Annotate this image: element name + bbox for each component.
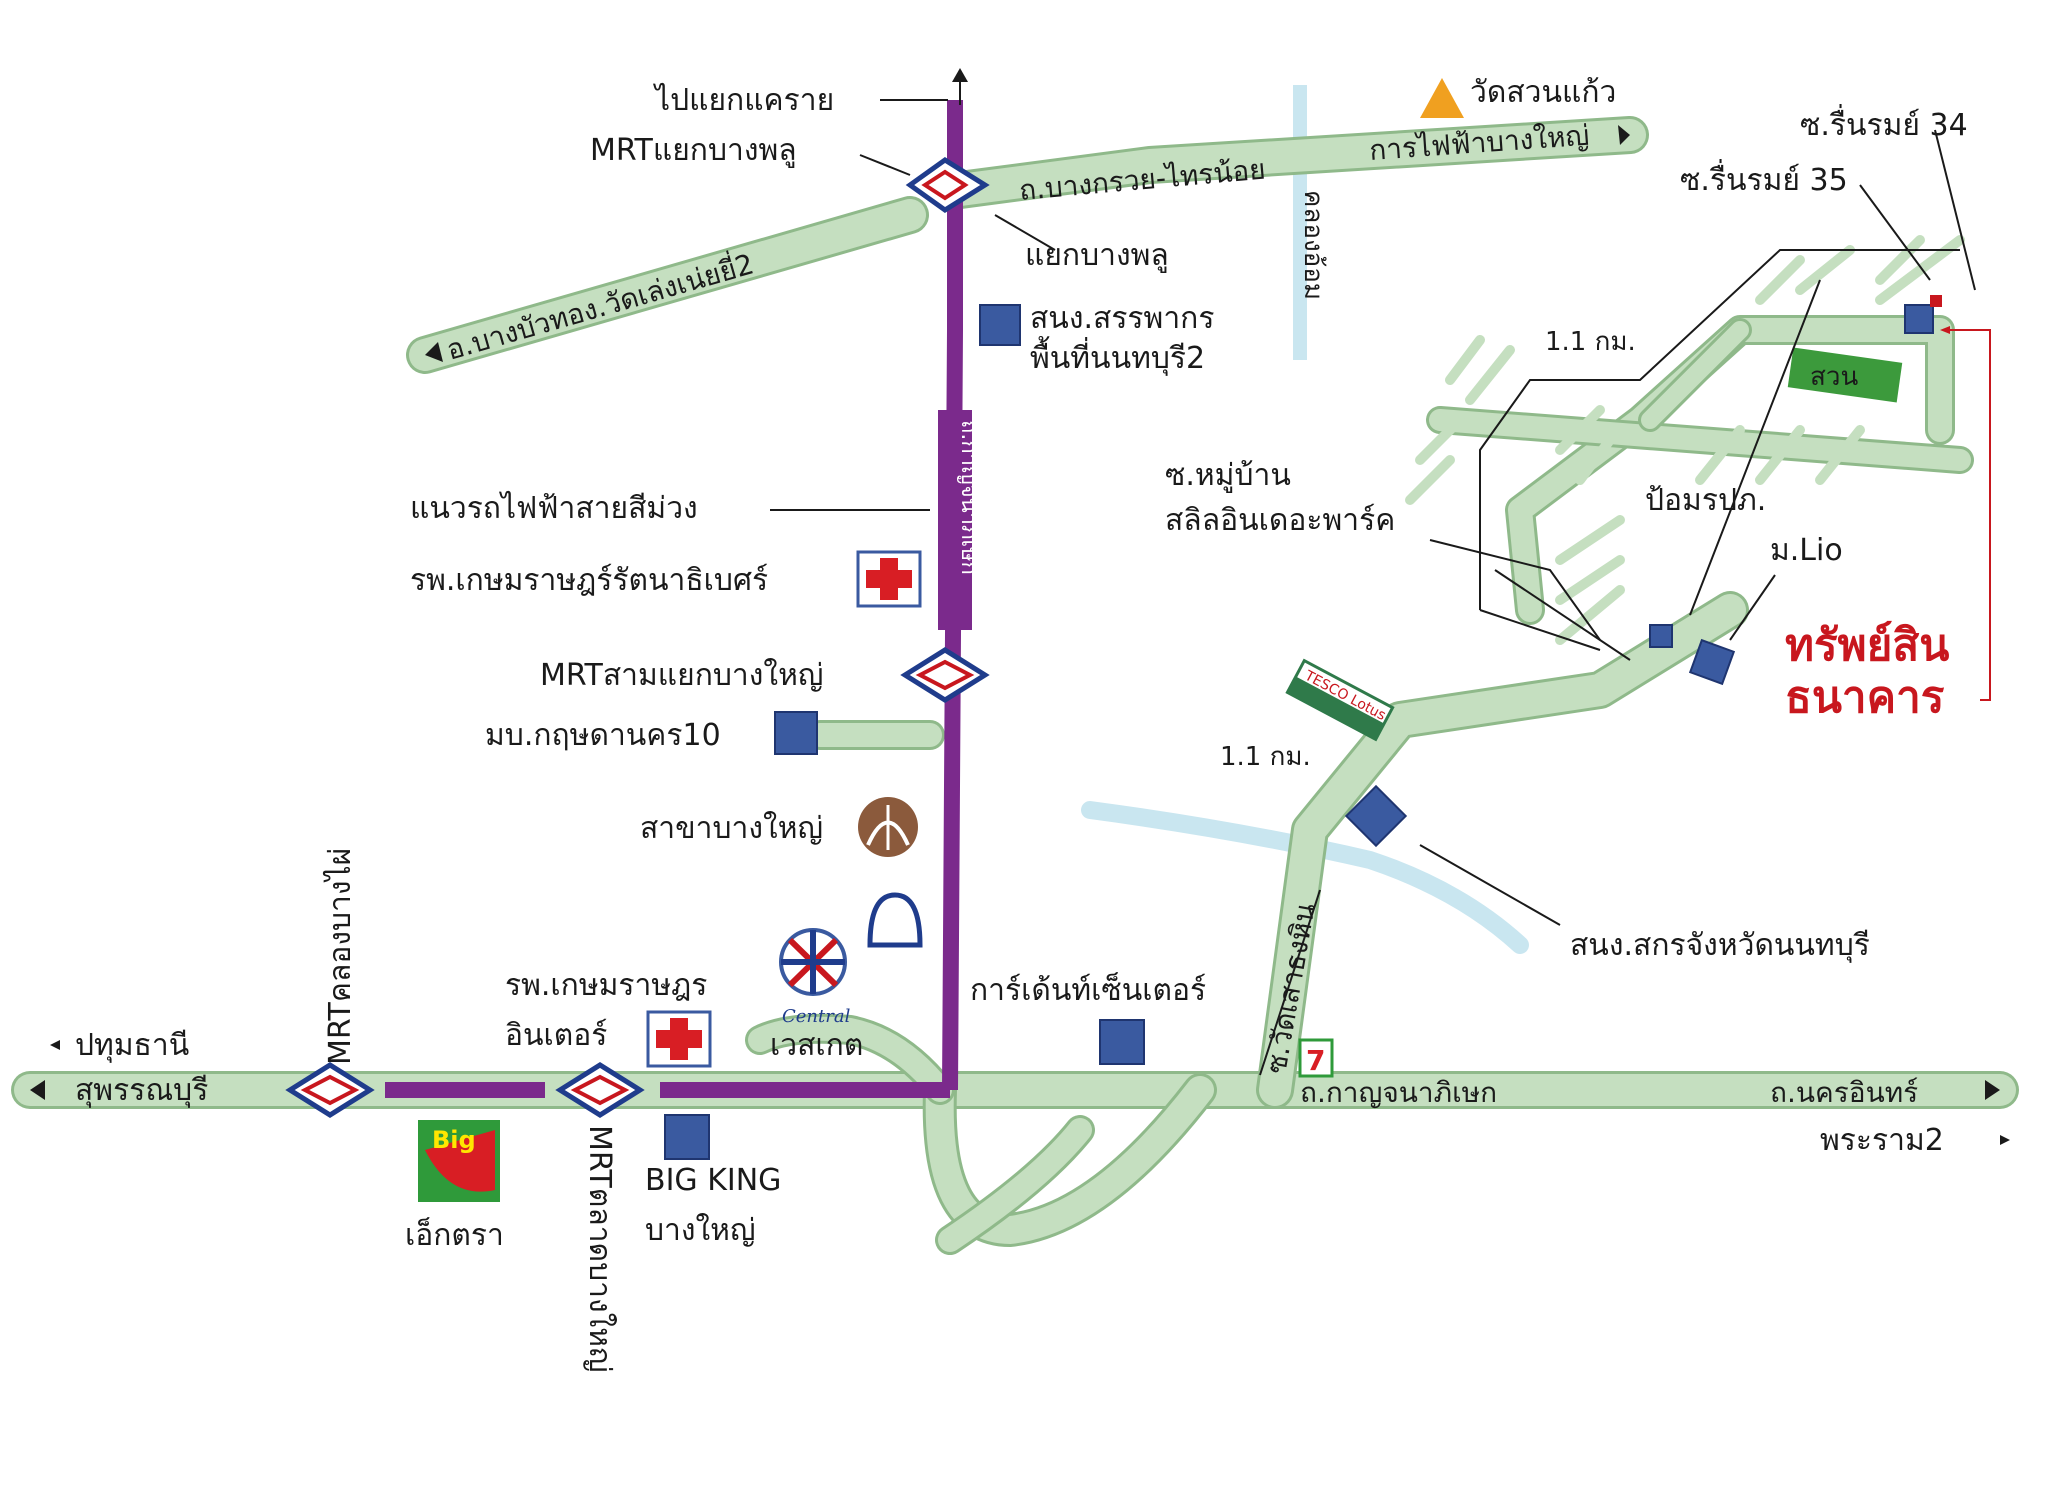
label-dist-bottom: 1.1 กม. <box>1220 742 1311 772</box>
leader-arrows <box>770 99 1976 1076</box>
village-street-grid <box>1405 235 1974 645</box>
label-m-lio: ม.Lio <box>1770 533 1843 568</box>
hospital-icon <box>856 550 922 608</box>
central-logo: Central <box>779 928 851 1027</box>
tesco-logo: TESCO Lotus <box>1285 658 1395 742</box>
purple-road-label-box <box>938 410 972 630</box>
garden-label: สวน <box>1810 362 1858 392</box>
purple-road-text: ถ.กาญจนาภิเษก <box>956 420 981 575</box>
label-soi-village-2: สลิลอินเดอะพาร์ค <box>1165 503 1395 538</box>
label-kritsada-nakhon: มบ.กฤษดานคร10 <box>485 718 721 753</box>
mrt-station-icon <box>900 647 990 703</box>
building-property <box>1904 304 1934 334</box>
label-land-office: สนง.สกรจังหวัดนนทบุรี <box>1570 928 1870 964</box>
svg-text:Big: Big <box>432 1126 476 1154</box>
label-property-2: ธนาคาร <box>1785 672 1945 723</box>
label-central-westgate: เวสเกต <box>770 1028 863 1063</box>
building-kritsada <box>774 711 818 755</box>
building-revenue-office <box>979 304 1021 346</box>
label-mrt-khlong-bang-phai: MRTคลองบางไผ่ <box>322 848 358 1065</box>
label-wat-suan-kaeo: วัดสวนแก้ว <box>1470 75 1616 110</box>
svg-text:Central: Central <box>782 1006 851 1027</box>
bell-logo <box>867 892 923 948</box>
mrt-station-icon <box>285 1062 375 1118</box>
label-soi-rinrom-35: ซ.รื่นรมย์ 35 <box>1680 159 1848 198</box>
label-road-bang-bua-thong: อ.บางบัวทอง.วัดเล่งเน่ยยี่2 <box>442 245 757 367</box>
label-to-khae-rai: ไปแยกแคราย <box>653 82 834 118</box>
label-ekkamai: เอ็กตรา <box>405 1216 504 1253</box>
label-soi-rinrom-34: ซ.รื่นรมย์ 34 <box>1800 104 1968 143</box>
label-big-king-1: BIG KING <box>645 1163 781 1198</box>
building-big-king <box>664 1114 710 1160</box>
label-kasemrad-inter-1: รพ.เกษมราษฎร <box>505 968 707 1003</box>
route-line <box>1479 249 1960 610</box>
mrt-station-icon <box>555 1062 645 1118</box>
label-branch-bang-yai: สาขาบางใหญ่ <box>640 811 823 846</box>
building-police-box <box>1649 624 1673 648</box>
seven-eleven-logo: 7 <box>1298 1038 1334 1078</box>
label-mrt-talat-bang-yai: MRTตลาดบางใหญ่ <box>582 1125 617 1373</box>
label-khlong-om: คลองอ้อม <box>1298 190 1328 300</box>
label-road-kanchanaphisek: ถ.กาญจนาภิเษก <box>1300 1076 1497 1109</box>
label-kasemrad-ratanathibet: รพ.เกษมราษฎร์รัตนาธิเบศร์ <box>410 563 768 598</box>
building-m-lio <box>1688 638 1736 686</box>
building-garden-center <box>1099 1019 1145 1065</box>
label-kasemrad-inter-2: อินเตอร์ <box>505 1018 607 1053</box>
svg-text:7: 7 <box>1306 1044 1325 1077</box>
label-big-king-2: บางใหญ่ <box>645 1213 756 1248</box>
label-pathum-thani: ปทุมธานี <box>75 1028 189 1064</box>
building-land-office <box>1344 784 1408 848</box>
label-property-1: ทรัพย์สิน <box>1785 620 1949 671</box>
label-mrt-bang-phlu: MRTแยกบางพลู <box>590 133 797 168</box>
label-suphan-buri: สุพรรณบุรี <box>75 1073 208 1109</box>
temple-icon <box>1420 78 1464 118</box>
big-logo: Big <box>418 1120 500 1202</box>
label-road-nakhon-in: ถ.นครอินทร์ <box>1770 1076 1918 1109</box>
garden-area <box>1787 347 1903 403</box>
label-garden-center: การ์เด้นท์เซ็นเตอร์ <box>970 971 1206 1008</box>
label-rama2: พระราม2 <box>1820 1123 1944 1158</box>
label-revenue-office-1: สนง.สรรพากร <box>1030 301 1214 336</box>
hospital-icon <box>646 1010 712 1068</box>
label-bang-phlu-junction: แยกบางพลู <box>1025 238 1169 273</box>
bank-branch-icon <box>858 797 918 857</box>
label-revenue-office-2: พื้นที่นนทบุรี2 <box>1030 336 1205 377</box>
label-police-box: ป้อมรปภ. <box>1645 483 1766 518</box>
label-soi-village-1: ซ.หมู่บ้าน <box>1165 458 1291 493</box>
canal-bottom <box>1081 801 1529 954</box>
label-dist-top: 1.1 กม. <box>1545 327 1636 357</box>
label-mrt-sam-yaek: MRTสามแยกบางใหญ่ <box>540 658 823 693</box>
label-purple-line: แนวรถไฟฟ้าสายสีม่วง <box>410 490 698 526</box>
mrt-station-icon <box>905 156 990 214</box>
